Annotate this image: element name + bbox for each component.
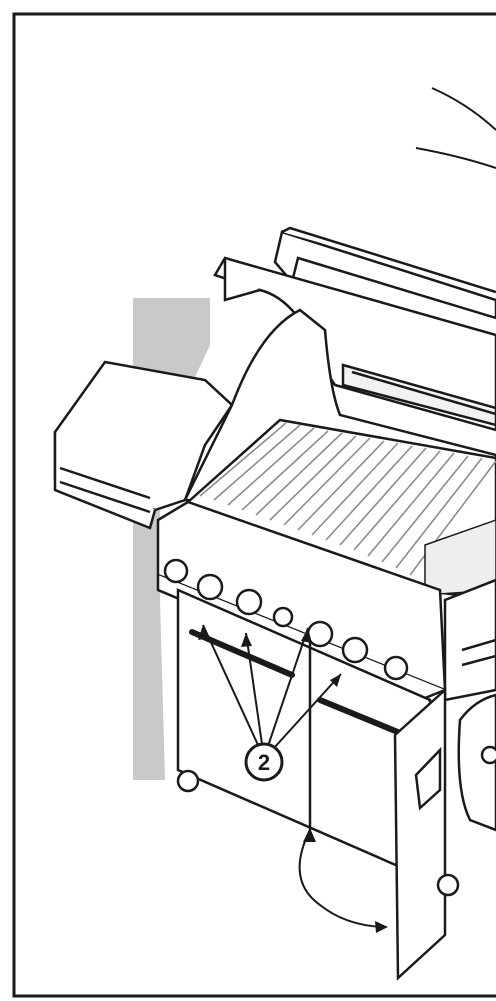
cabinet-door bbox=[393, 687, 447, 981]
burner-control-knob bbox=[383, 655, 409, 681]
side-shelf bbox=[53, 360, 234, 530]
figure-frame bbox=[12, 12, 496, 998]
callout-marker: 2 bbox=[244, 742, 284, 782]
burner-control-knob bbox=[272, 606, 294, 628]
burner-control-knob bbox=[163, 558, 189, 584]
arrow bbox=[273, 673, 342, 749]
control-knobs bbox=[163, 558, 409, 681]
burner-control-knob bbox=[341, 636, 369, 664]
callout-number: 2 bbox=[258, 750, 270, 775]
casters bbox=[176, 769, 460, 897]
arrow bbox=[267, 627, 309, 747]
burner-control-knob bbox=[196, 573, 224, 601]
door-swing-arrow bbox=[298, 828, 388, 933]
right-side-unit bbox=[443, 578, 496, 702]
arrow bbox=[202, 624, 259, 746]
grill-lid bbox=[213, 256, 496, 432]
gas-tank bbox=[457, 693, 496, 832]
callout-arrows bbox=[202, 624, 342, 749]
heat-lines bbox=[415, 87, 496, 169]
burner-control-knob bbox=[235, 588, 263, 616]
arrowheads bbox=[198, 625, 341, 687]
arrow bbox=[245, 632, 263, 745]
